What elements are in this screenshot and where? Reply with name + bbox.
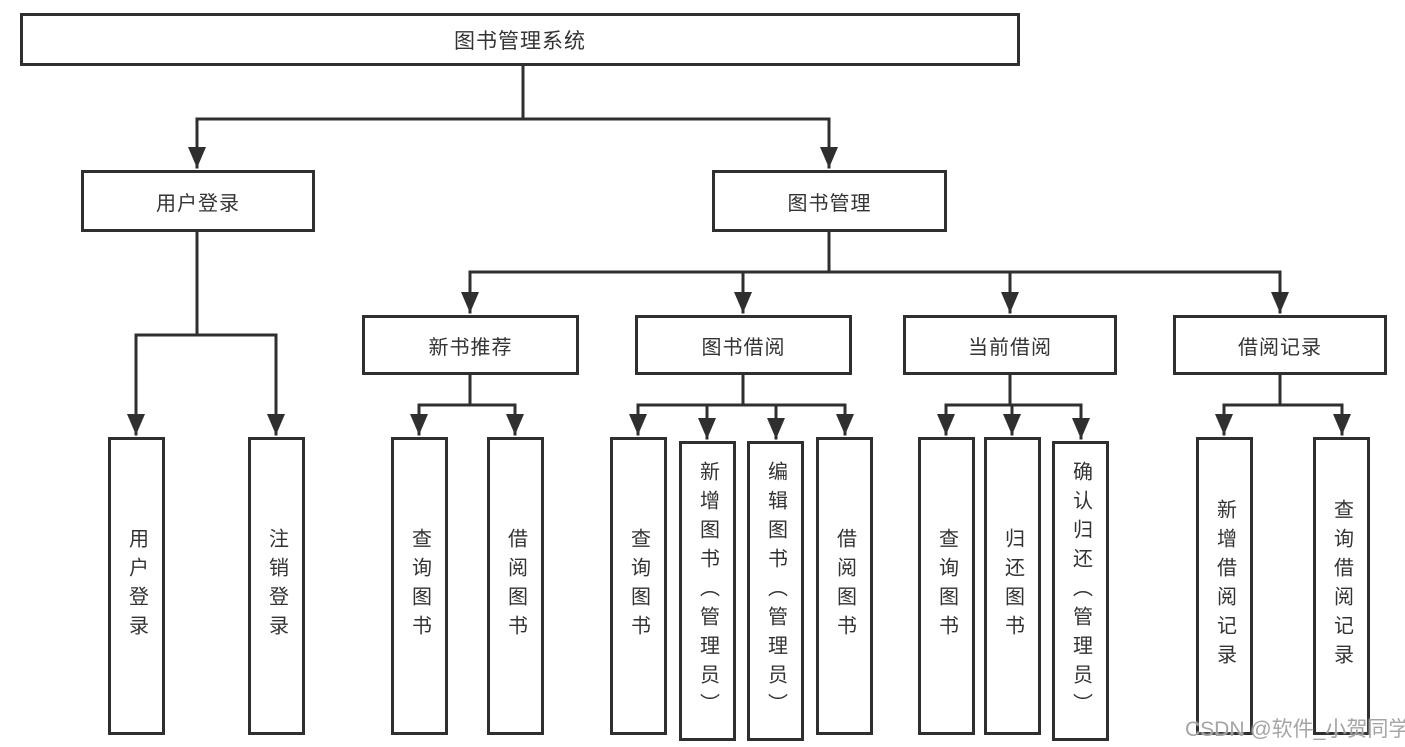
node-book-management: 图书管理 bbox=[712, 170, 947, 232]
node-label: 借阅记录 bbox=[1238, 336, 1322, 359]
node-book-borrowing: 图书借阅 bbox=[635, 315, 852, 375]
csdn-watermark: CSDN @软件_小贺同学 bbox=[1185, 718, 1405, 741]
node-label: 查询借阅记录 bbox=[1330, 499, 1353, 673]
leaf-logout: 注销登录 bbox=[248, 437, 305, 735]
node-user-login: 用户登录 bbox=[81, 170, 315, 232]
node-root-library-system: 图书管理系统 bbox=[20, 13, 1020, 66]
node-label: 查询图书 bbox=[935, 528, 958, 644]
node-label: 用户登录 bbox=[156, 192, 240, 215]
leaf-edit-books-admin: 编辑图书（管理员） bbox=[747, 441, 804, 741]
leaf-return-books: 归还图书 bbox=[984, 437, 1041, 735]
node-label: 查询图书 bbox=[408, 528, 431, 644]
node-label: 注销登录 bbox=[265, 528, 288, 644]
leaf-query-books-current: 查询图书 bbox=[918, 437, 975, 735]
node-label: 图书管理 bbox=[787, 192, 872, 215]
connector-book-borrow-branch bbox=[629, 373, 854, 440]
leaf-add-books-admin: 新增图书（管理员） bbox=[679, 441, 736, 741]
connector-book-mgmt-branch bbox=[461, 230, 1289, 314]
node-label: 查询图书 bbox=[627, 528, 650, 644]
node-new-book-recommend: 新书推荐 bbox=[362, 315, 579, 375]
node-label: 新增借阅记录 bbox=[1213, 499, 1236, 673]
node-current-borrowing: 当前借阅 bbox=[903, 315, 1117, 375]
leaf-query-books-recommend: 查询图书 bbox=[391, 437, 448, 735]
node-label: 新增图书（管理员） bbox=[696, 460, 719, 722]
node-label: 当前借阅 bbox=[968, 336, 1052, 359]
node-label: 借阅图书 bbox=[833, 528, 856, 644]
connector-new-book-rec-branch bbox=[410, 373, 524, 436]
connector-borrow-records-branch bbox=[1215, 373, 1351, 436]
leaf-user-login: 用户登录 bbox=[108, 437, 165, 735]
leaf-query-books-borrowing: 查询图书 bbox=[610, 437, 667, 735]
node-borrowing-records: 借阅记录 bbox=[1173, 315, 1387, 375]
leaf-query-borrow-record: 查询借阅记录 bbox=[1313, 437, 1370, 735]
leaf-confirm-return-admin: 确认归还（管理员） bbox=[1052, 441, 1109, 741]
leaf-borrow-books-borrowing: 借阅图书 bbox=[816, 437, 873, 735]
node-label: 用户登录 bbox=[125, 528, 148, 644]
node-label: 新书推荐 bbox=[428, 336, 513, 359]
node-label: 借阅图书 bbox=[504, 528, 527, 644]
leaf-borrow-books-recommend: 借阅图书 bbox=[487, 437, 544, 735]
leaf-add-borrow-record: 新增借阅记录 bbox=[1196, 437, 1253, 735]
node-label: 图书借阅 bbox=[701, 336, 786, 359]
node-label: 编辑图书（管理员） bbox=[764, 460, 787, 722]
connector-current-borrow-branch bbox=[937, 373, 1090, 440]
node-label: 归还图书 bbox=[1001, 528, 1024, 644]
node-label: 确认归还（管理员） bbox=[1069, 460, 1092, 722]
node-label: 图书管理系统 bbox=[454, 29, 586, 53]
connector-root-branch bbox=[188, 64, 838, 169]
connector-user-login-branch bbox=[127, 230, 285, 436]
